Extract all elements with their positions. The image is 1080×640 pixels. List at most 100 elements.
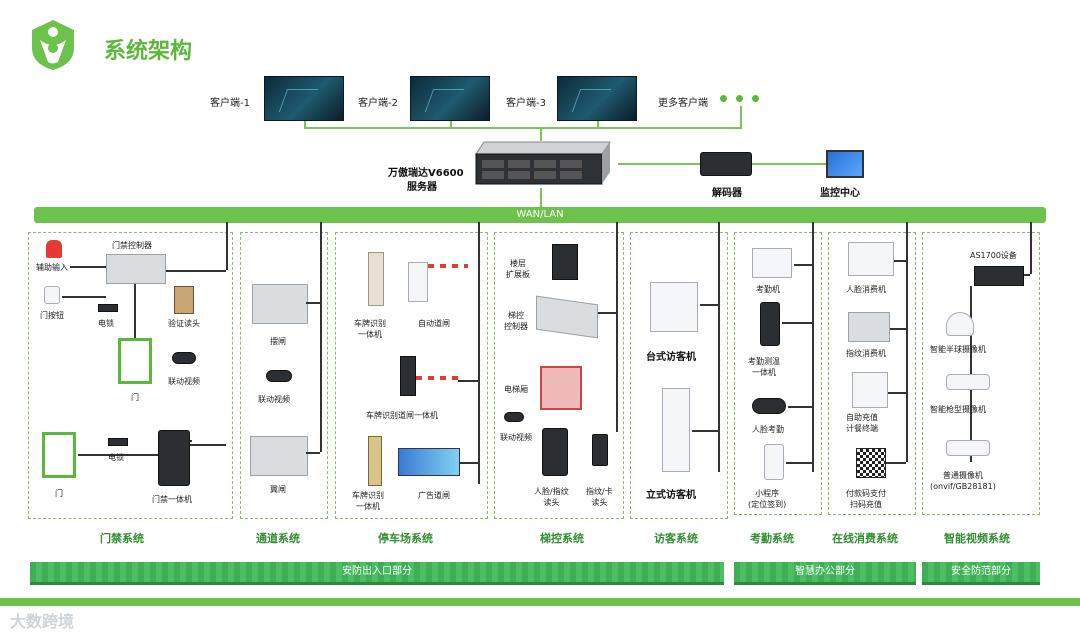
card-reader-icon bbox=[592, 434, 608, 466]
monitor-center-icon bbox=[826, 150, 864, 178]
footer-divider bbox=[0, 598, 1080, 606]
video-box bbox=[922, 232, 1040, 515]
alarm-icon bbox=[46, 240, 62, 258]
drop-line bbox=[226, 222, 228, 270]
floor-board-icon bbox=[552, 244, 578, 280]
security-section-bar: 安防出入口部分 bbox=[30, 562, 724, 582]
link bbox=[1024, 274, 1030, 276]
client-2-monitor bbox=[410, 76, 490, 121]
self-service-icon bbox=[852, 372, 888, 408]
elevator-video-label: 联动视频 bbox=[500, 433, 532, 442]
video-system-label: 智能视频系统 bbox=[944, 532, 1010, 545]
exit-button-icon bbox=[44, 286, 60, 304]
lock2-label: 电锁 bbox=[108, 453, 124, 462]
bullet-camera-label: 智能枪型摄像机 bbox=[930, 405, 986, 414]
attendance-machine-icon bbox=[752, 248, 792, 278]
drop-line bbox=[812, 222, 814, 472]
qr-code-icon bbox=[856, 448, 886, 478]
office-section-bar: 智慧办公部分 bbox=[734, 562, 916, 582]
lpr-icon bbox=[368, 436, 382, 486]
client-3-monitor bbox=[557, 76, 637, 121]
camera-icon bbox=[172, 352, 196, 364]
link bbox=[700, 304, 718, 306]
finger-consume-icon bbox=[848, 312, 890, 342]
consume-box bbox=[828, 232, 916, 515]
barrier-icon bbox=[408, 262, 428, 302]
face-consume-icon bbox=[848, 242, 894, 276]
link bbox=[190, 444, 226, 446]
reader-icon bbox=[174, 286, 194, 314]
nvr-icon bbox=[974, 266, 1024, 286]
client-link bbox=[740, 106, 742, 129]
link bbox=[306, 452, 320, 454]
face-terminal-label: 门禁一体机 bbox=[152, 495, 192, 504]
dome-camera-icon bbox=[946, 312, 974, 336]
watermark: 大数跨境 bbox=[10, 612, 75, 631]
client-more-label: 更多客户端 bbox=[658, 98, 708, 109]
drop-line bbox=[718, 222, 720, 472]
client-link bbox=[304, 121, 306, 129]
video-label: 联动视频 bbox=[168, 377, 200, 386]
access-controller-icon bbox=[106, 254, 166, 284]
door2-label: 门 bbox=[55, 489, 63, 498]
lpr-icon bbox=[368, 252, 384, 306]
lock-label: 电锁 bbox=[98, 319, 114, 328]
link bbox=[794, 264, 812, 266]
access-controller-label: 门禁控制器 bbox=[112, 241, 152, 250]
network-bus: WAN/LAN bbox=[34, 207, 1046, 223]
link bbox=[70, 266, 106, 268]
link bbox=[894, 260, 906, 262]
swing-gate-icon bbox=[252, 284, 308, 324]
dome-camera-label: 智能半球摄像机 bbox=[930, 345, 986, 354]
access-system-label: 门禁系统 bbox=[100, 532, 144, 545]
camera-icon bbox=[752, 398, 786, 414]
self-service-label: 自助充值 计餐终端 bbox=[846, 413, 878, 433]
link bbox=[786, 462, 812, 464]
passage-system-label: 通道系统 bbox=[256, 532, 300, 545]
more-dot bbox=[720, 95, 727, 102]
link bbox=[190, 440, 192, 442]
link bbox=[134, 284, 136, 340]
standing-visitor-icon bbox=[662, 388, 690, 472]
link bbox=[616, 312, 618, 432]
elevator-controller-label: 梯控 控制器 bbox=[504, 311, 528, 331]
camera-icon bbox=[266, 370, 292, 382]
attendance-box bbox=[734, 232, 822, 515]
ad-barrier-label: 广告道闸 bbox=[418, 491, 450, 500]
wing-gate-icon bbox=[250, 436, 308, 476]
visitor-box bbox=[630, 232, 728, 519]
link bbox=[788, 406, 812, 408]
barrier-arm bbox=[416, 376, 462, 380]
attendance-machine-label: 考勤机 bbox=[756, 285, 780, 294]
parking-system-label: 停车场系统 bbox=[378, 532, 433, 545]
elevator-car-icon bbox=[540, 366, 582, 410]
link bbox=[886, 462, 906, 464]
elevator-box bbox=[494, 232, 624, 519]
onvif-camera-icon bbox=[946, 440, 990, 456]
bullet-camera-icon bbox=[946, 374, 990, 390]
server-name: 万傲瑞达V6600 bbox=[388, 168, 464, 179]
drop-line bbox=[1030, 222, 1032, 274]
link bbox=[166, 270, 226, 272]
face-reader-icon bbox=[542, 428, 568, 476]
desktop-visitor-icon bbox=[650, 282, 698, 332]
standing-visitor-label: 立式访客机 bbox=[646, 490, 696, 501]
ad-barrier-icon bbox=[398, 448, 460, 476]
parking-box bbox=[335, 232, 488, 519]
door-label: 门 bbox=[131, 393, 139, 402]
lpr-barrier-label: 车牌识别道闸一体机 bbox=[366, 411, 438, 420]
card-reader-label: 指纹/卡 读头 bbox=[586, 487, 613, 507]
barrier-label: 自动道闸 bbox=[418, 319, 450, 328]
more-dot bbox=[752, 95, 759, 102]
visitor-system-label: 访客系统 bbox=[654, 532, 698, 545]
temp-terminal-label: 考勤测温 一体机 bbox=[748, 357, 780, 377]
lpr1-label: 车牌识别 一体机 bbox=[354, 319, 386, 339]
server-type: 服务器 bbox=[407, 182, 437, 193]
camera-icon bbox=[504, 412, 524, 422]
server-icon bbox=[470, 140, 616, 188]
face-reader-label: 人脸/指纹 读头 bbox=[534, 487, 569, 507]
link bbox=[460, 462, 478, 464]
link bbox=[598, 312, 616, 314]
link bbox=[692, 430, 718, 432]
exit-button-label: 门按钮 bbox=[40, 311, 64, 320]
